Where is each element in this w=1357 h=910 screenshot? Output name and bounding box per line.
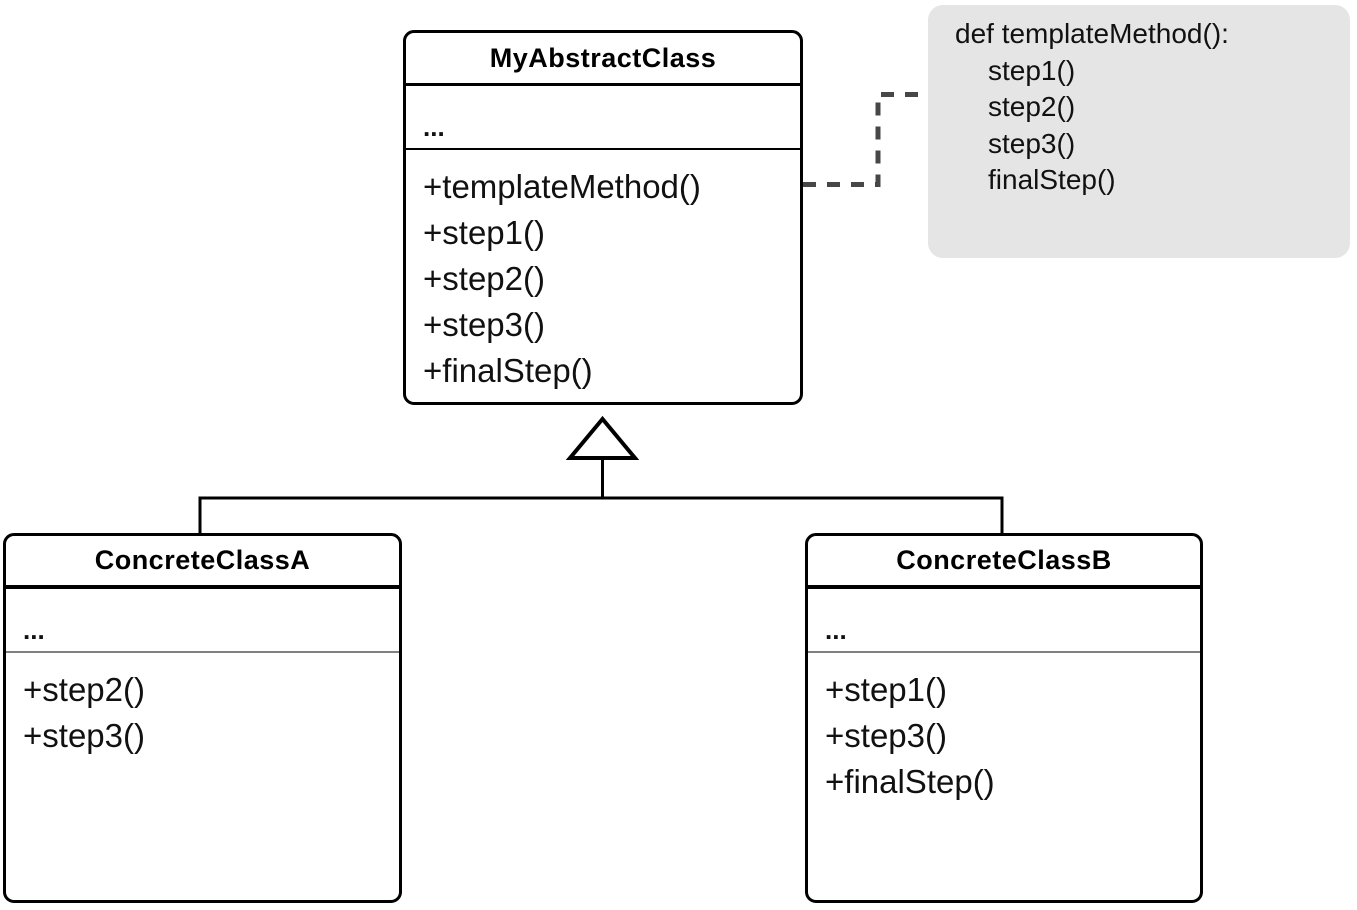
method-a-step2: +step2() bbox=[23, 671, 145, 708]
note-line-def: def templateMethod(): bbox=[955, 18, 1229, 49]
note-line-finalstep: finalStep() bbox=[988, 164, 1116, 195]
class-title-myabstractclass: MyAbstractClass bbox=[406, 33, 800, 86]
class-box-concreteclassb: ConcreteClassB ... +step1() +step3() +fi… bbox=[805, 533, 1203, 903]
class-box-concreteclassa: ConcreteClassA ... +step2() +step3() bbox=[3, 533, 402, 903]
note-line-step2: step2() bbox=[988, 91, 1076, 122]
class-attributes-myabstractclass: ... bbox=[406, 86, 800, 150]
note-connector-dashed-line bbox=[803, 92, 928, 187]
method-step3: +step3() bbox=[423, 306, 545, 343]
method-a-step3: +step3() bbox=[23, 717, 145, 754]
class-attributes-concreteclassa: ... bbox=[6, 589, 399, 653]
method-step1: +step1() bbox=[423, 214, 545, 251]
inheritance-triangle-icon bbox=[565, 415, 640, 460]
method-templatemethod: +templateMethod() bbox=[423, 168, 701, 205]
class-methods-concreteclassb: +step1() +step3() +finalStep() bbox=[808, 653, 1200, 900]
class-box-myabstractclass: MyAbstractClass ... +templateMethod() +s… bbox=[403, 30, 803, 405]
method-finalstep: +finalStep() bbox=[423, 352, 593, 389]
class-methods-concreteclassa: +step2() +step3() bbox=[6, 653, 399, 900]
method-b-step1: +step1() bbox=[825, 671, 947, 708]
template-method-code-note: def templateMethod(): step1() step2() st… bbox=[928, 5, 1350, 258]
class-title-concreteclassa: ConcreteClassA bbox=[6, 536, 399, 589]
note-line-step1: step1() bbox=[988, 54, 1076, 86]
class-attributes-concreteclassb: ... bbox=[808, 589, 1200, 653]
class-methods-myabstractclass: +templateMethod() +step1() +step2() +ste… bbox=[406, 150, 800, 402]
method-step2: +step2() bbox=[423, 260, 545, 297]
method-b-finalstep: +finalStep() bbox=[825, 763, 995, 800]
note-line-step3: step3() bbox=[988, 127, 1076, 159]
method-b-step3: +step3() bbox=[825, 717, 947, 754]
class-title-concreteclassb: ConcreteClassB bbox=[808, 536, 1200, 589]
